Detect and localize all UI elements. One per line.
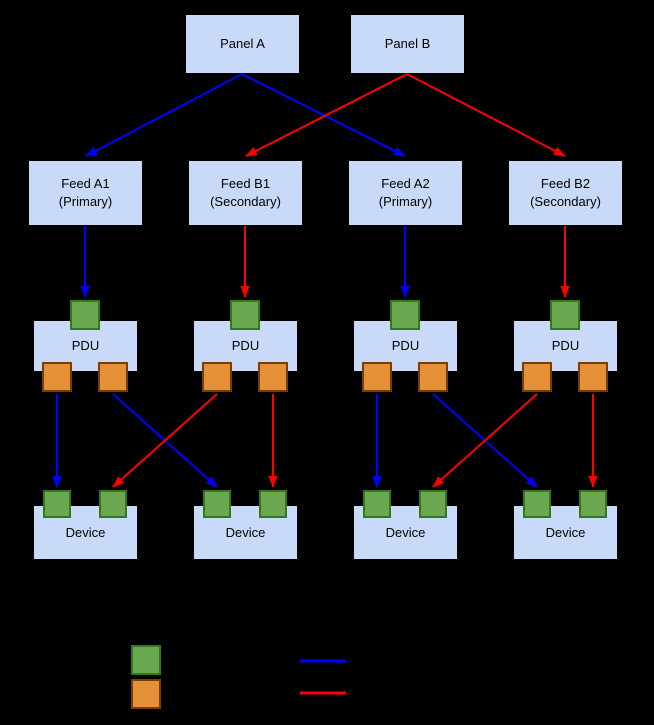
device-1-input-port-left	[43, 490, 71, 518]
arrow-panel-b-to-feed-b1	[245, 73, 408, 157]
device-3-input-port-right	[419, 490, 447, 518]
device-4-input-port-right	[579, 490, 607, 518]
arrow-panel-a-to-feed-a2	[241, 73, 406, 157]
arrow-pdu-1-to-device-2	[112, 393, 218, 488]
device-2-input-port-left	[203, 490, 231, 518]
feed-b2-box: Feed B2 (Secondary)	[508, 160, 623, 226]
pdu-1-output-port-right	[98, 362, 128, 392]
pdu-3-input-port	[390, 300, 420, 330]
arrow-pdu-4-to-device-3	[432, 393, 538, 488]
pdu-3-output-port-left	[362, 362, 392, 392]
feed-a2-box: Feed A2 (Primary)	[348, 160, 463, 226]
device-4-input-port-left	[523, 490, 551, 518]
arrow-panel-a-to-feed-a1	[85, 73, 243, 157]
pdu-2-output-port-right	[258, 362, 288, 392]
pdu-1-output-port-left	[42, 362, 72, 392]
arrow-panel-b-to-feed-b2	[406, 73, 566, 157]
pdu-4-output-port-left	[522, 362, 552, 392]
feed-a1-box: Feed A1 (Primary)	[28, 160, 143, 226]
feed-b1-box: Feed B1 (Secondary)	[188, 160, 303, 226]
legend-orange-square-swatch	[131, 679, 161, 709]
pdu-3-output-port-right	[418, 362, 448, 392]
pdu-1-input-port	[70, 300, 100, 330]
pdu-2-output-port-left	[202, 362, 232, 392]
panel-b-box: Panel B	[350, 14, 465, 74]
legend-green-square-swatch	[131, 645, 161, 675]
pdu-4-input-port	[550, 300, 580, 330]
arrow-pdu-2-to-device-1	[112, 393, 218, 488]
arrow-pdu-3-to-device-4	[432, 393, 538, 488]
device-3-input-port-left	[363, 490, 391, 518]
device-2-input-port-right	[259, 490, 287, 518]
panel-a-box: Panel A	[185, 14, 300, 74]
pdu-4-output-port-right	[578, 362, 608, 392]
pdu-2-input-port	[230, 300, 260, 330]
device-1-input-port-right	[99, 490, 127, 518]
